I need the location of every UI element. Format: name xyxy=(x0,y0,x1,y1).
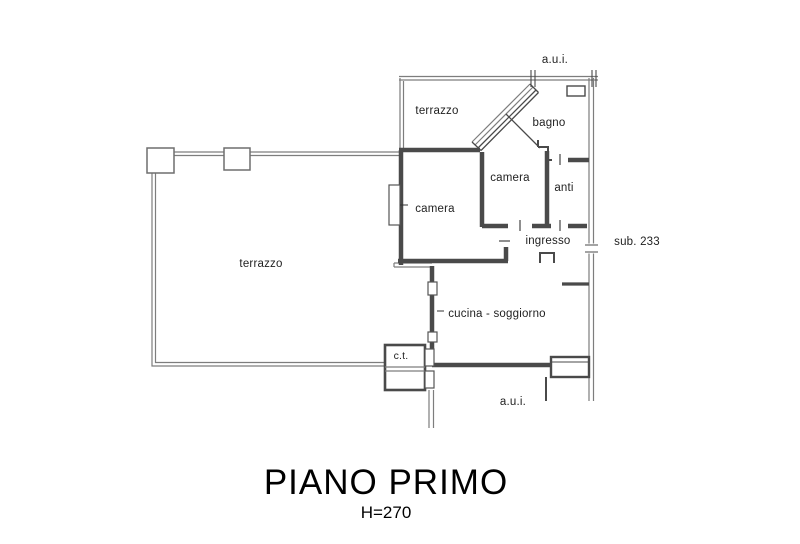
label-terrazzo-main: terrazzo xyxy=(239,258,283,270)
label-terrazzo-upper: terrazzo xyxy=(415,105,459,117)
wall-details xyxy=(537,140,589,401)
page-title: PIANO PRIMO xyxy=(263,463,509,502)
terrace-parapet-lines xyxy=(151,75,598,428)
label-cucina-soggiorno: cucina - soggiorno xyxy=(448,308,546,320)
height-note: H=270 xyxy=(360,503,412,522)
apartment-walls xyxy=(398,147,589,368)
window-symbols xyxy=(388,85,586,343)
label-anti: anti xyxy=(554,182,574,194)
door-ticks xyxy=(499,154,561,242)
cucina-balcony-box xyxy=(549,355,591,379)
label-ct: c.t. xyxy=(393,350,409,362)
label-ingresso: ingresso xyxy=(525,235,571,247)
label-bagno: bagno xyxy=(532,117,566,129)
label-camera-right: camera xyxy=(490,172,530,184)
label-sub-233: sub. 233 xyxy=(614,236,660,248)
label-aui-top: a.u.i. xyxy=(541,54,569,66)
diagonal-wall-band xyxy=(471,83,541,151)
ct-room xyxy=(383,343,435,392)
boundary-break-ticks xyxy=(530,70,598,254)
label-aui-bottom: a.u.i. xyxy=(499,396,527,408)
terrace-pillars xyxy=(146,147,251,174)
label-camera-left: camera xyxy=(415,203,455,215)
